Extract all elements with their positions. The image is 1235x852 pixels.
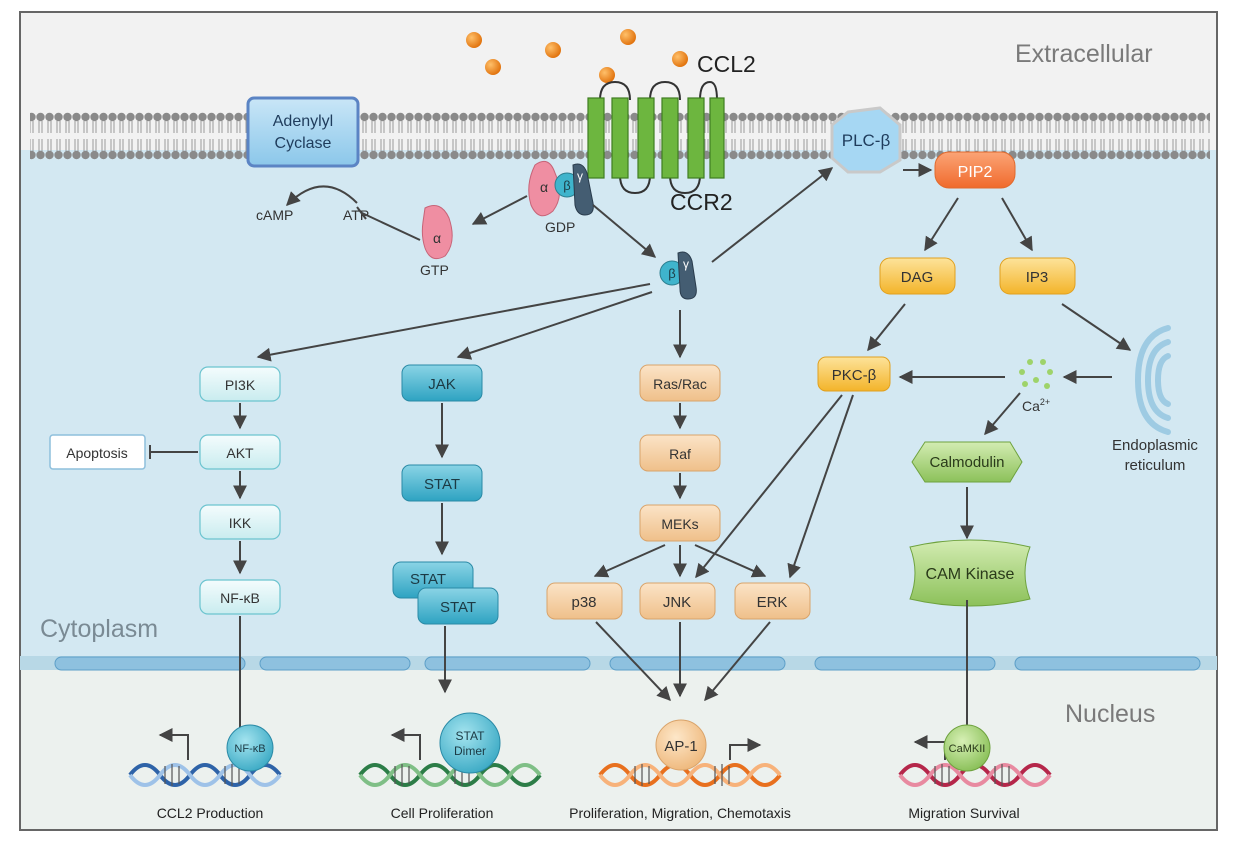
svg-text:PIP2: PIP2 <box>958 164 993 181</box>
svg-text:Dimer: Dimer <box>454 744 486 758</box>
ikk-box: IKK <box>199 504 281 540</box>
gtp-label: GTP <box>420 262 449 278</box>
nuclear-membrane <box>20 656 1217 671</box>
cytoplasm-label: Cytoplasm <box>40 615 158 643</box>
svg-text:β: β <box>668 266 675 281</box>
endoplasmic-reticulum <box>1134 325 1171 435</box>
svg-text:γ: γ <box>683 257 689 271</box>
dna-ap1 <box>598 738 782 787</box>
outcome-migration-survival: Migration Survival <box>908 805 1019 821</box>
ap1-nuclear: AP-1 <box>655 719 707 771</box>
ip3: IP3 <box>999 257 1076 295</box>
gdp-label: GDP <box>545 219 575 235</box>
erk-box: ERK <box>734 582 811 620</box>
extracellular-label: Extracellular <box>1015 40 1153 68</box>
svg-text:Cyclase: Cyclase <box>275 135 332 152</box>
camp-label: cAMP <box>256 207 293 223</box>
ccl2-ligands <box>466 29 688 83</box>
calcium-label: Ca2+ <box>1022 397 1050 414</box>
svg-text:Apoptosis: Apoptosis <box>66 445 127 461</box>
svg-text:STAT: STAT <box>424 476 460 493</box>
adenylyl-cyclase: Adenylyl Cyclase <box>246 96 360 168</box>
svg-text:STAT: STAT <box>456 729 486 743</box>
atp-label: ATP <box>343 207 369 223</box>
g-alpha-gtp: α GTP <box>420 205 453 278</box>
svg-text:Adenylyl: Adenylyl <box>273 113 333 130</box>
cam-kinase: CAM Kinase <box>909 539 1031 607</box>
beta-gamma-dimer: β γ <box>659 251 697 300</box>
svg-text:α: α <box>433 230 441 246</box>
dna-nfkb <box>128 728 282 787</box>
svg-text:IP3: IP3 <box>1026 269 1049 286</box>
svg-text:p38: p38 <box>571 594 596 611</box>
stat-box: STAT <box>401 464 483 502</box>
svg-text:STAT: STAT <box>410 571 446 588</box>
pkc-beta: PKC-β <box>817 356 891 392</box>
svg-text:β: β <box>563 178 570 193</box>
outcome-cell-proliferation: Cell Proliferation <box>391 805 494 821</box>
ccr2-receptor <box>599 80 718 195</box>
svg-text:AKT: AKT <box>226 445 254 461</box>
nfkb-nuclear: NF-κB <box>226 724 274 772</box>
svg-text:Calmodulin: Calmodulin <box>929 454 1004 471</box>
svg-text:NF-κB: NF-κB <box>234 743 265 755</box>
arrows <box>149 163 1132 746</box>
svg-text:α: α <box>540 179 548 195</box>
svg-text:ERK: ERK <box>757 594 788 611</box>
akt-box: AKT <box>199 434 281 470</box>
ccl2-label: CCL2 <box>697 51 756 77</box>
raf-box: Raf <box>639 434 721 472</box>
nucleus-label: Nucleus <box>1065 700 1155 728</box>
svg-text:NF-κB: NF-κB <box>220 590 260 606</box>
svg-text:AP-1: AP-1 <box>664 738 697 755</box>
outcome-ccl2-production: CCL2 Production <box>157 805 264 821</box>
calmodulin: Calmodulin <box>911 441 1023 483</box>
svg-text:CaMKII: CaMKII <box>949 743 986 755</box>
svg-text:Raf: Raf <box>669 446 691 462</box>
stat-dimer-box-b: STAT <box>417 587 499 625</box>
dag: DAG <box>879 257 956 295</box>
g-protein-complex: α β γ GDP <box>528 160 594 235</box>
pi3k-box: PI3K <box>199 366 281 402</box>
svg-text:DAG: DAG <box>901 269 934 286</box>
stat-dimer-nuclear: STAT Dimer <box>439 712 501 774</box>
svg-text:JNK: JNK <box>663 594 691 611</box>
calcium-ions <box>1019 359 1053 389</box>
er-label-2: reticulum <box>1125 457 1186 474</box>
meks-box: MEKs <box>639 504 721 542</box>
svg-text:PLC-β: PLC-β <box>842 131 891 150</box>
nfkb-box: NF-κB <box>199 579 281 615</box>
pip2: PIP2 <box>934 151 1016 189</box>
svg-text:STAT: STAT <box>440 599 476 616</box>
camkii-nuclear: CaMKII <box>943 724 991 772</box>
svg-text:MEKs: MEKs <box>661 516 698 532</box>
svg-text:CAM Kinase: CAM Kinase <box>926 566 1015 583</box>
svg-text:PI3K: PI3K <box>225 377 256 393</box>
er-label-1: Endoplasmic <box>1112 437 1198 454</box>
jnk-box: JNK <box>639 582 716 620</box>
svg-text:JAK: JAK <box>428 376 456 393</box>
plc-beta: PLC-β <box>830 106 902 174</box>
svg-text:IKK: IKK <box>229 515 252 531</box>
ccr2-label: CCR2 <box>670 189 733 215</box>
dna-stat <box>358 728 542 787</box>
ras-rac-box: Ras/Rac <box>639 364 721 402</box>
outcome-proliferation-migration-chemotaxis: Proliferation, Migration, Chemotaxis <box>569 805 791 821</box>
apoptosis-box: Apoptosis <box>49 434 146 470</box>
svg-text:γ: γ <box>577 169 583 183</box>
svg-text:PKC-β: PKC-β <box>832 367 877 384</box>
nucleus-region <box>20 660 1217 830</box>
svg-text:Ras/Rac: Ras/Rac <box>653 376 707 392</box>
p38-box: p38 <box>546 582 623 620</box>
jak-box: JAK <box>401 364 483 402</box>
